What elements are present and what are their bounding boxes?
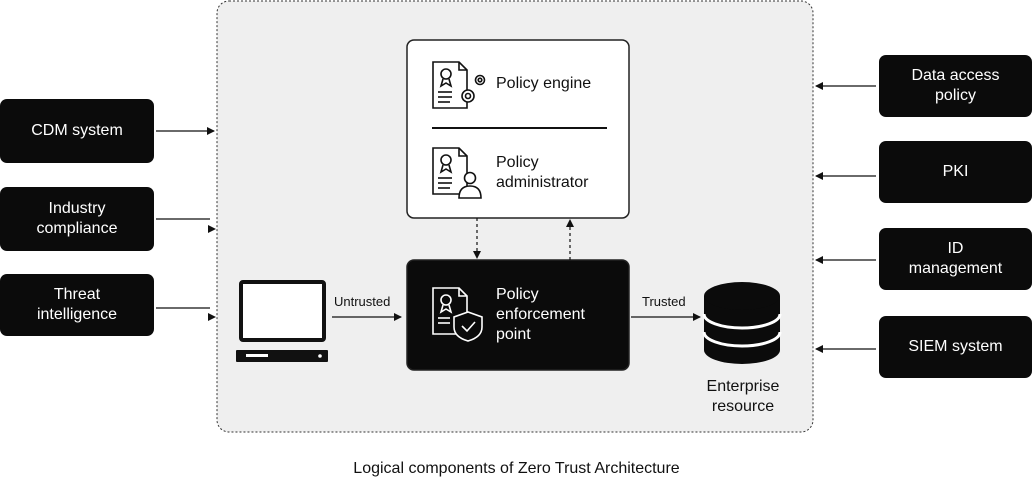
data-access-policy-label: Data access policy bbox=[911, 67, 1000, 104]
diagram-caption: Logical components of Zero Trust Archite… bbox=[353, 460, 680, 477]
database-icon bbox=[702, 282, 782, 364]
pki-label: PKI bbox=[942, 163, 969, 180]
threat-intelligence-box: Threat intelligence bbox=[0, 274, 154, 336]
arrow-threat-head bbox=[208, 313, 216, 321]
policy-engine-icon bbox=[432, 61, 486, 109]
cdm-system-box: CDM system bbox=[0, 99, 154, 163]
enterprise-resource-label: Enterprise resource bbox=[706, 378, 780, 415]
policy-administrator-icon bbox=[432, 147, 482, 199]
pki-box: PKI bbox=[879, 141, 1032, 203]
id-management-label: ID management bbox=[908, 240, 1003, 277]
siem-system-box: SIEM system bbox=[879, 316, 1032, 378]
computer-icon bbox=[236, 280, 328, 362]
arrow-industry-head bbox=[208, 225, 216, 233]
policy-enforcement-label: Policy enforcement point bbox=[496, 286, 585, 343]
siem-system-label: SIEM system bbox=[908, 338, 1003, 355]
industry-compliance-label: Industry compliance bbox=[36, 200, 118, 237]
industry-compliance-box: Industry compliance bbox=[0, 187, 154, 251]
policy-engine-label: Policy engine bbox=[496, 75, 592, 92]
policy-administrator-label: Policy administrator bbox=[496, 154, 589, 191]
policy-enforcement-box bbox=[406, 259, 630, 371]
id-management-box: ID management bbox=[879, 228, 1032, 290]
untrusted-label: Untrusted bbox=[334, 294, 391, 309]
trusted-label: Trusted bbox=[642, 294, 686, 309]
data-access-policy-box: Data access policy bbox=[879, 55, 1032, 117]
policy-enforcement-icon bbox=[432, 287, 483, 342]
cdm-system-label: CDM system bbox=[31, 122, 123, 139]
threat-intelligence-label: Threat intelligence bbox=[36, 286, 118, 323]
